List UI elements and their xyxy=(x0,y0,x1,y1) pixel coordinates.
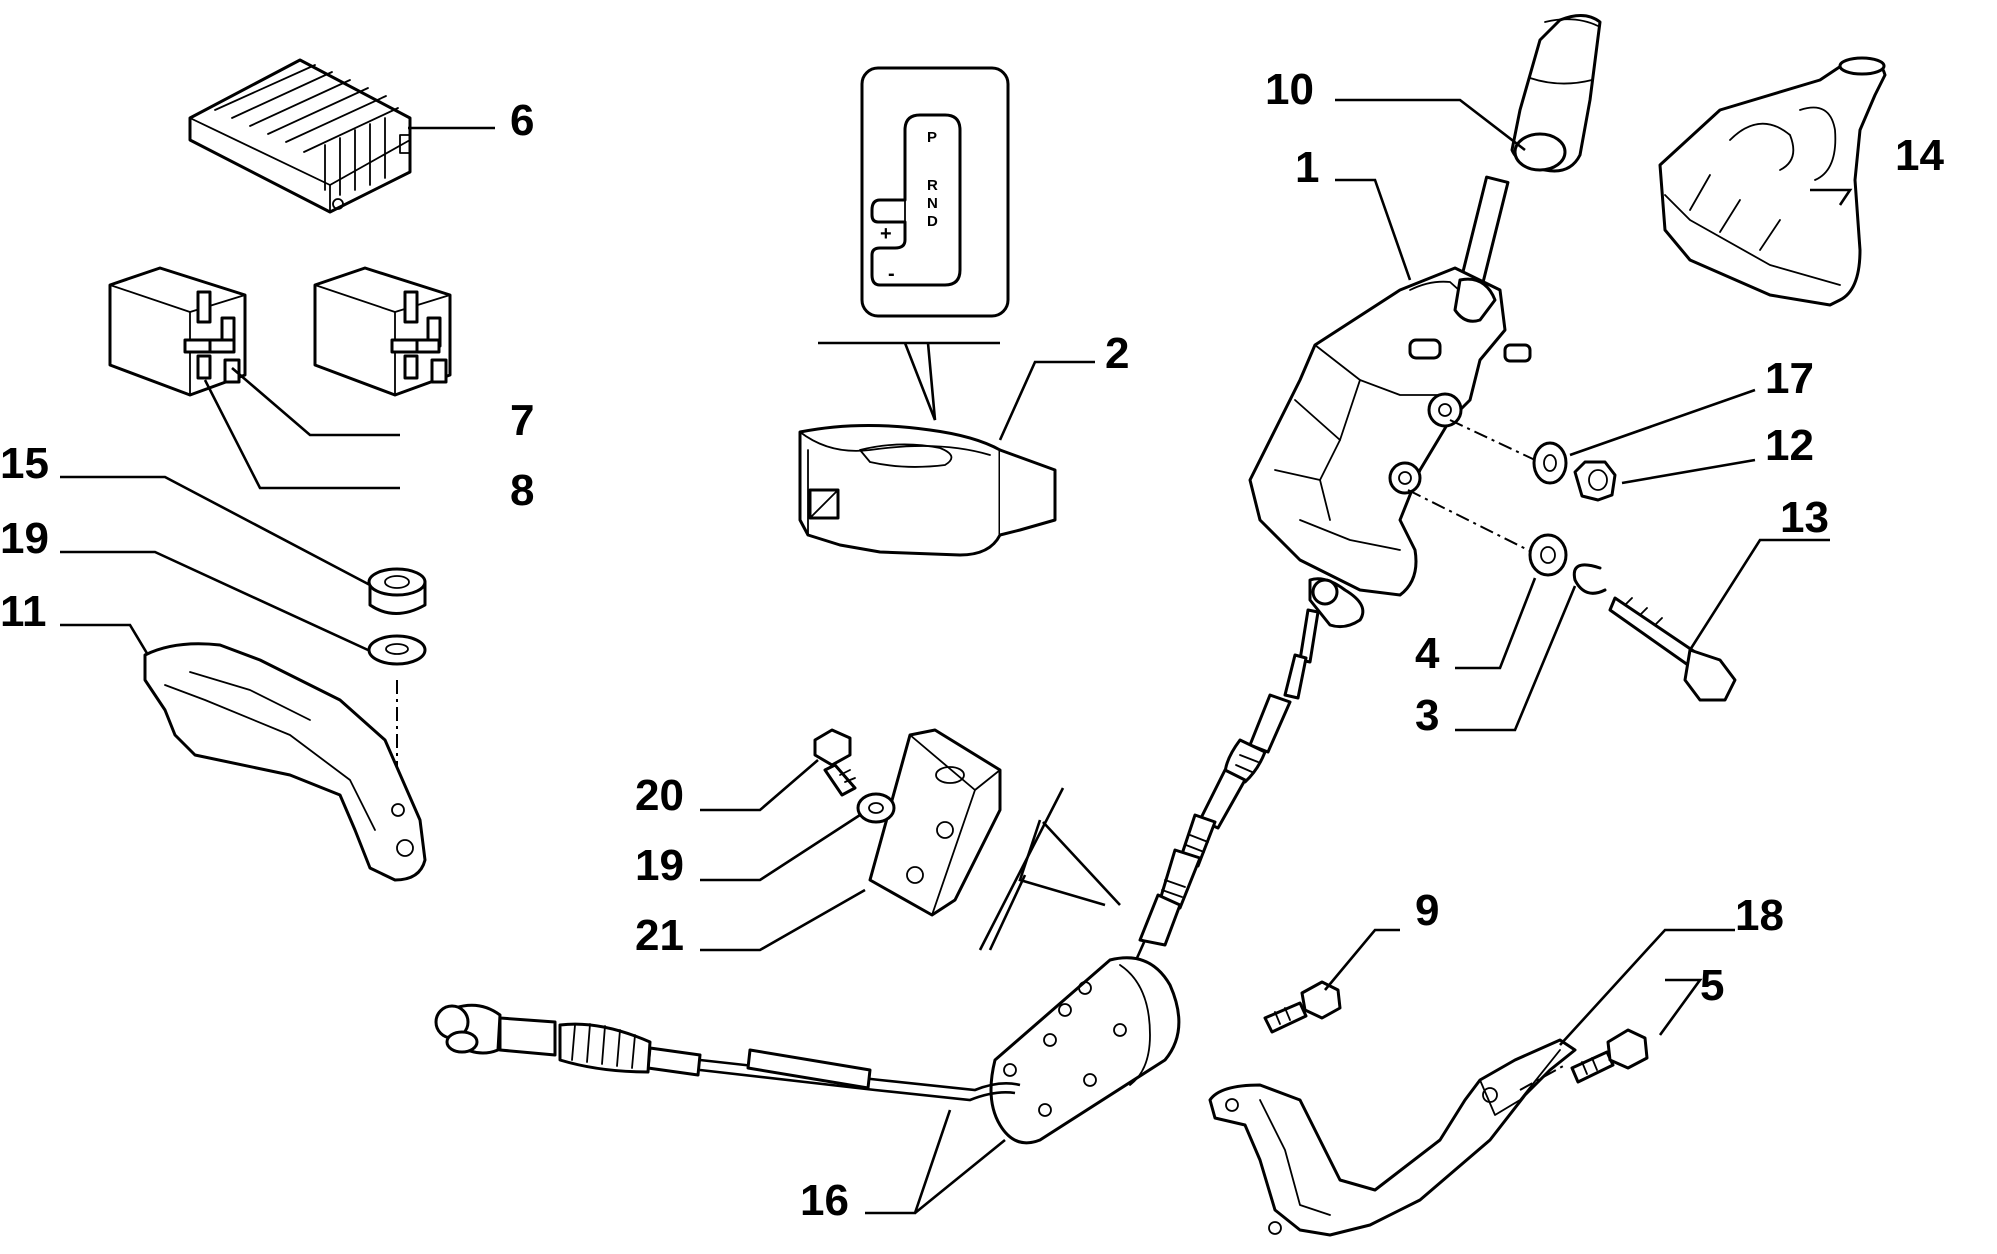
leader-lines xyxy=(60,98,1853,1215)
part-13-bolt xyxy=(1608,596,1737,702)
callout-19-upper: 19 xyxy=(0,514,49,563)
callout-6: 6 xyxy=(510,96,534,145)
part-20-bolt xyxy=(813,728,857,797)
part-5-screw xyxy=(1570,1028,1649,1084)
part-6-control-unit xyxy=(188,58,412,214)
part-14-shift-boot xyxy=(1658,56,1887,307)
part-18-support-bracket xyxy=(1208,1038,1577,1237)
callout-21: 21 xyxy=(635,911,684,960)
part-7-relay xyxy=(313,266,452,397)
part-12-nut xyxy=(1573,460,1617,502)
gear-gate-pattern: P R N D + - xyxy=(860,66,1010,318)
callout-12: 12 xyxy=(1765,421,1814,470)
callout-13: 13 xyxy=(1780,493,1829,542)
gate-label-p: P xyxy=(927,129,937,146)
callout-11: 11 xyxy=(0,587,47,636)
part-1-selector-lever xyxy=(1248,175,1532,597)
gate-label-minus: - xyxy=(888,263,895,285)
part-21-mounting-bracket xyxy=(868,728,1002,917)
callout-8: 8 xyxy=(510,466,534,515)
part-17-washer xyxy=(1532,441,1568,485)
callout-numbers: 6 10 1 14 2 17 12 13 4 3 7 8 15 19 11 20… xyxy=(0,65,1944,1225)
callout-2: 2 xyxy=(1105,329,1129,378)
part-11-bracket xyxy=(143,642,427,882)
callout-17: 17 xyxy=(1765,354,1814,403)
part-15-nut xyxy=(367,567,427,615)
part-19-washer-lower xyxy=(856,792,896,824)
part-10-gear-knob xyxy=(1510,14,1602,173)
callout-15: 15 xyxy=(0,439,49,488)
callout-4: 4 xyxy=(1415,629,1440,678)
part-19-washer xyxy=(367,634,427,666)
gate-label-n: N xyxy=(927,195,938,212)
part-3-clip xyxy=(1572,563,1607,595)
callout-18: 18 xyxy=(1735,891,1784,940)
callout-9: 9 xyxy=(1415,886,1439,935)
callout-5: 5 xyxy=(1700,961,1724,1010)
part-9-screw xyxy=(1263,980,1342,1034)
part-16-control-cable xyxy=(434,577,1365,1145)
gate-label-d: D xyxy=(927,213,938,230)
gate-label-r: R xyxy=(927,177,938,194)
callout-1: 1 xyxy=(1295,143,1319,192)
callout-20: 20 xyxy=(635,771,684,820)
callout-19-lower: 19 xyxy=(635,841,684,890)
callout-3: 3 xyxy=(1415,691,1439,740)
callout-16: 16 xyxy=(800,1176,849,1225)
part-4-washer xyxy=(1528,533,1568,577)
callout-7: 7 xyxy=(510,396,534,445)
callout-10: 10 xyxy=(1265,65,1314,114)
gate-label-plus: + xyxy=(880,223,892,245)
callout-14: 14 xyxy=(1895,131,1944,180)
part-8-relay xyxy=(108,266,247,397)
part-2-selector-indicator xyxy=(798,423,1057,557)
